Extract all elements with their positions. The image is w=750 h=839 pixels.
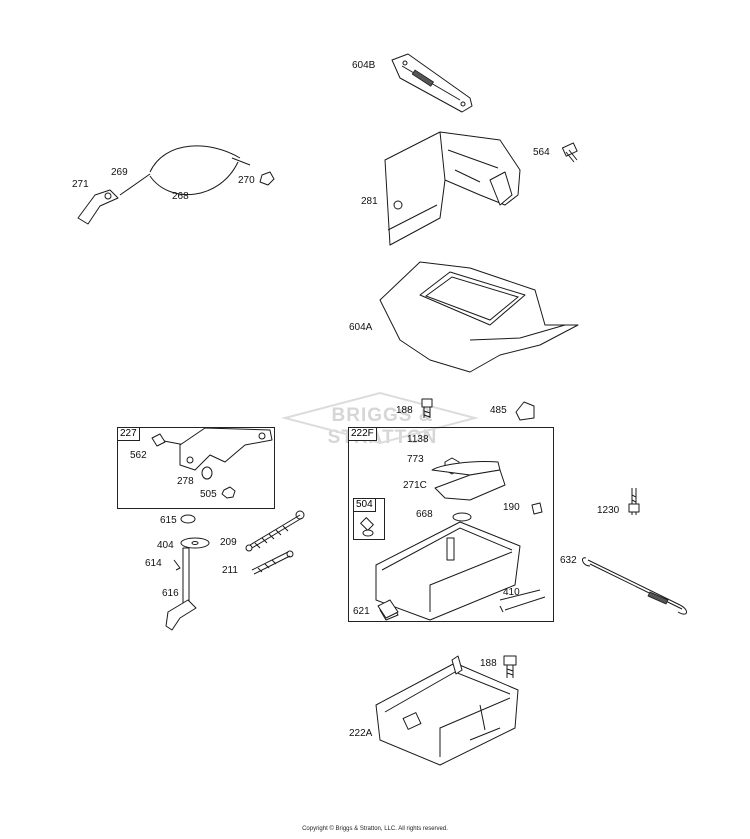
part-label-188-top: 188 [396,405,413,416]
part-label-209: 209 [220,537,237,548]
part-label-616: 616 [162,588,179,599]
part-cable-drawing [77,145,275,225]
part-label-632: 632 [560,555,577,566]
part-label-270: 270 [238,175,255,186]
part-label-268: 268 [172,191,189,202]
part-1230-drawing [628,488,640,515]
part-222A-drawing [375,655,519,766]
part-label-1138: 1138 [407,434,429,445]
group-227-drawing [151,427,273,499]
part-632-drawing [582,557,687,615]
part-spring-211-drawing [251,550,294,575]
part-label-604A: 604A [349,322,373,333]
part-label-668: 668 [416,509,433,520]
part-label-190: 190 [503,502,520,513]
part-governor-drawing [165,514,210,631]
part-label-211: 211 [222,565,238,576]
part-564-drawing [561,142,578,163]
part-label-271C: 271C [403,480,427,491]
part-label-271: 271 [72,179,89,190]
part-label-621: 621 [353,606,370,617]
part-188a-drawing [421,398,433,418]
part-281-drawing [384,131,521,246]
part-label-1230: 1230 [597,505,620,516]
part-spring-209-drawing [245,510,305,552]
part-188b-drawing [503,655,517,678]
part-label-562: 562 [130,450,147,461]
part-410-drawing [499,596,546,613]
group-227-label: 227 [117,427,140,441]
part-label-404: 404 [157,540,174,551]
part-label-614: 614 [145,558,162,569]
group-227-box [117,427,275,509]
part-604B-drawing [391,53,473,113]
part-485-drawing [515,401,535,421]
part-label-564: 564 [533,147,550,158]
part-label-222A: 222A [349,728,373,739]
part-label-615: 615 [160,515,177,526]
part-label-604B: 604B [352,60,376,71]
part-label-773: 773 [407,454,424,465]
group-222F-label: 222F [348,427,377,441]
group-222F-box [348,427,554,622]
part-label-485: 485 [490,405,507,416]
part-621-drawing [377,599,399,619]
part-label-505: 505 [200,489,217,500]
part-label-281: 281 [361,196,378,207]
group-504-label: 504 [353,498,376,512]
copyright-notice: Copyright © Briggs & Stratton, LLC. All … [302,826,448,832]
part-label-269: 269 [111,167,128,178]
part-604A-drawing [379,261,579,373]
part-label-410: 410 [503,587,520,598]
group-222F-drawing [360,457,543,621]
part-label-188-bottom: 188 [480,658,497,669]
part-label-278: 278 [177,476,194,487]
